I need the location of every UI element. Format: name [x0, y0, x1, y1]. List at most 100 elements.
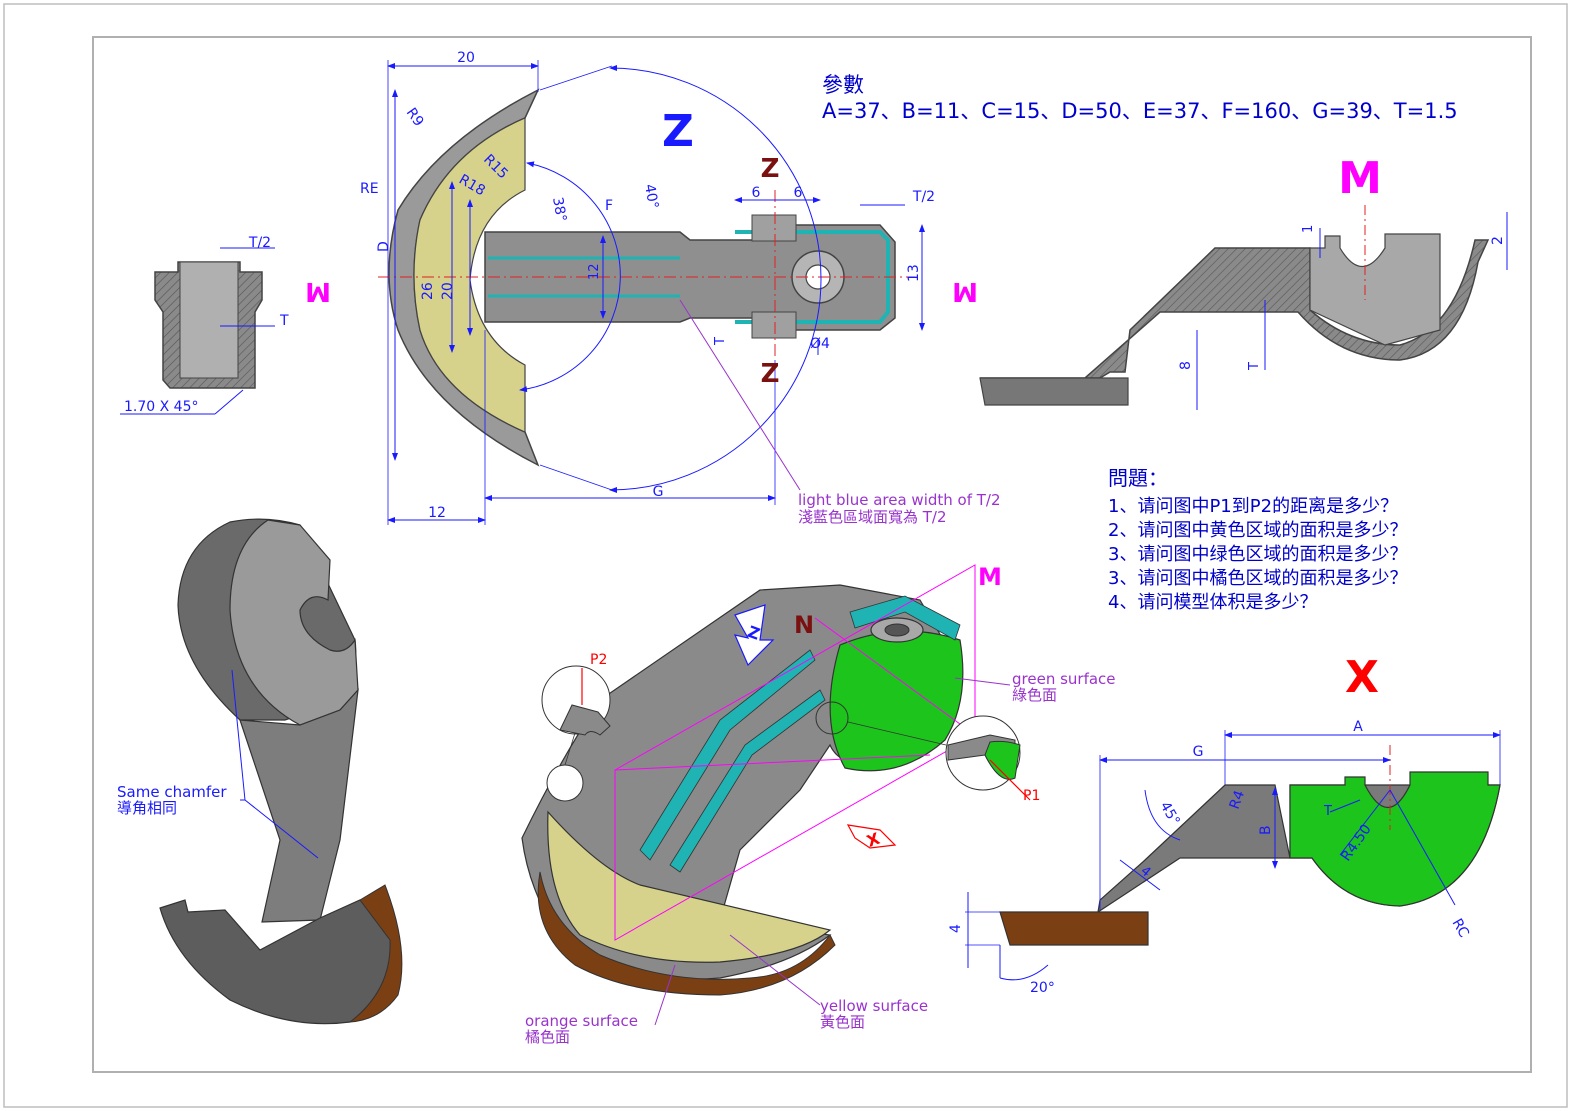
iso-left-orange: [348, 884, 403, 1023]
leader-green: [954, 677, 1011, 686]
dim-arc-x-45: [1144, 789, 1181, 841]
dim-t: T: [713, 337, 728, 346]
params-line: A=37、B=11、C=15、D=50、E=37、F=160、G=39、T=1.…: [822, 99, 1458, 123]
dim-re: RE: [360, 181, 379, 197]
dim-arc-38: [519, 161, 621, 393]
leader-orange: [654, 964, 676, 1026]
dim-12: 12: [587, 263, 602, 280]
x-green-face: [1289, 771, 1501, 907]
leader-lightblue: [679, 299, 801, 491]
note-yellow-en: yellow surface: [820, 997, 928, 1015]
view-arrow-z: [733, 604, 775, 667]
dim-40: 40°: [641, 183, 661, 210]
label-n: N: [794, 611, 814, 639]
dim-phi4: Ø4: [810, 336, 830, 352]
dim-26: 26: [420, 282, 436, 300]
pin-top: [751, 214, 797, 242]
question-2: 2、请问图中黄色区域的面积是多少？: [1108, 520, 1407, 541]
params-heading: 參數: [822, 73, 864, 97]
note-green-zh: 綠色面: [1012, 686, 1057, 704]
leader-yellow: [729, 934, 821, 1006]
section-view-m: M 1 2 8 T: [979, 153, 1508, 410]
dim-13: 13: [906, 264, 922, 282]
iso-left-arm: [239, 688, 359, 923]
dim-left-t: T: [279, 313, 289, 329]
green-surface: [829, 630, 964, 772]
dim-arc-40: [609, 65, 822, 493]
inner-frame: [92, 36, 1532, 1073]
section-mark-m-left: M: [305, 276, 331, 306]
label-m-iso: M: [978, 563, 1002, 591]
point-p1: P1: [1023, 788, 1040, 804]
dim-6a: 6: [752, 185, 761, 201]
dim-x-20: 20°: [1030, 980, 1055, 996]
question-1: 1、请问图中P1到P2的距离是多少？: [1108, 496, 1398, 517]
view-label-x: X: [1345, 652, 1379, 703]
dim-t2: T/2: [912, 189, 935, 205]
construction-line-2: [814, 617, 976, 736]
iso-boss-hole: [884, 623, 910, 637]
leader-same-1: [231, 669, 246, 801]
note-lightblue-en: light blue area width of T/2: [798, 491, 1001, 509]
iso-cyan-2: [669, 689, 826, 873]
dim-m-t: T: [1247, 362, 1262, 371]
dim-r9: R9: [403, 105, 427, 129]
note-same-en: Same chamfer: [117, 783, 227, 801]
dim-12b: 12: [428, 505, 446, 521]
zoom-p2-connector: [564, 732, 576, 766]
cyan-channel: [735, 230, 890, 324]
ext-arc-40-top: [539, 65, 613, 91]
orange-surface: [537, 871, 836, 996]
pin-bottom: [751, 311, 797, 339]
question-3: 3、请问图中绿色区域的面积是多少？: [1108, 544, 1407, 565]
dim-line-x-t: [1329, 799, 1361, 813]
m-section-body: [980, 239, 1490, 379]
dim-g: G: [653, 484, 664, 500]
iso-view-left: Same chamfer 導角相同: [117, 518, 403, 1025]
x-orange-face: [999, 911, 1149, 946]
dim-line-x-rc: [1389, 789, 1456, 906]
questions-heading: 問題：: [1108, 466, 1168, 490]
dim-arc-x-20: [999, 945, 1049, 981]
dim-x-t: T: [1323, 804, 1332, 819]
m-section-cup: [1309, 233, 1441, 346]
view-label-z: Z: [662, 106, 694, 157]
dim-x-r4: R4: [1227, 788, 1248, 811]
zoom-p1-green: [984, 740, 1021, 780]
dim-38: 38°: [549, 196, 569, 223]
dim-6b: 6: [794, 185, 803, 201]
note-orange-en: orange surface: [525, 1012, 638, 1030]
dim-m-8: 8: [1178, 361, 1194, 370]
iso-left-disc-top: [229, 519, 359, 726]
iso-cyan-3: [849, 595, 961, 641]
dim-m-1: 1: [1301, 225, 1316, 233]
leader-chamfer: [214, 389, 244, 415]
dim-line-x-4: [1119, 859, 1161, 891]
section-mark-z-bottom: Z: [761, 359, 780, 389]
note-same-zh: 導角相同: [117, 799, 177, 817]
note-green-en: green surface: [1012, 670, 1116, 688]
note-lightblue-zh: 淺藍色區域面寬為 T/2: [798, 508, 947, 526]
dim-x-45: 45°: [1157, 799, 1183, 829]
construction-line-1: [614, 754, 931, 771]
view-label-m: M: [1338, 153, 1382, 204]
m-section-foot: [979, 377, 1129, 406]
dim-left-t2: T/2: [248, 235, 271, 251]
zoom-circle-p1-small: [815, 701, 849, 735]
cup-bore: [179, 261, 239, 379]
dim-d: D: [376, 241, 392, 252]
zoom-p2-detail: [559, 704, 611, 736]
zoom-p1-connector: [847, 721, 947, 746]
iso-view-center: P2 P1 Z X N M green surface 綠色面 yellow s…: [521, 491, 1116, 1046]
dim-line-x-r450: [1339, 789, 1391, 856]
question-4: 4、请问模型体积是多少？: [1108, 592, 1317, 613]
leader-p1: [989, 759, 1031, 801]
leader-same-2: [244, 799, 319, 859]
note-yellow-zh: 黃色面: [820, 1013, 865, 1031]
view-x: X A G R4 45° B T R4.50 RC 4 4 20°: [948, 652, 1501, 996]
section-mark-z-top: Z: [761, 154, 780, 184]
view-arrow-x: [846, 824, 897, 849]
dim-x-4b: 4: [948, 924, 964, 933]
dim-x-g: G: [1193, 744, 1204, 760]
